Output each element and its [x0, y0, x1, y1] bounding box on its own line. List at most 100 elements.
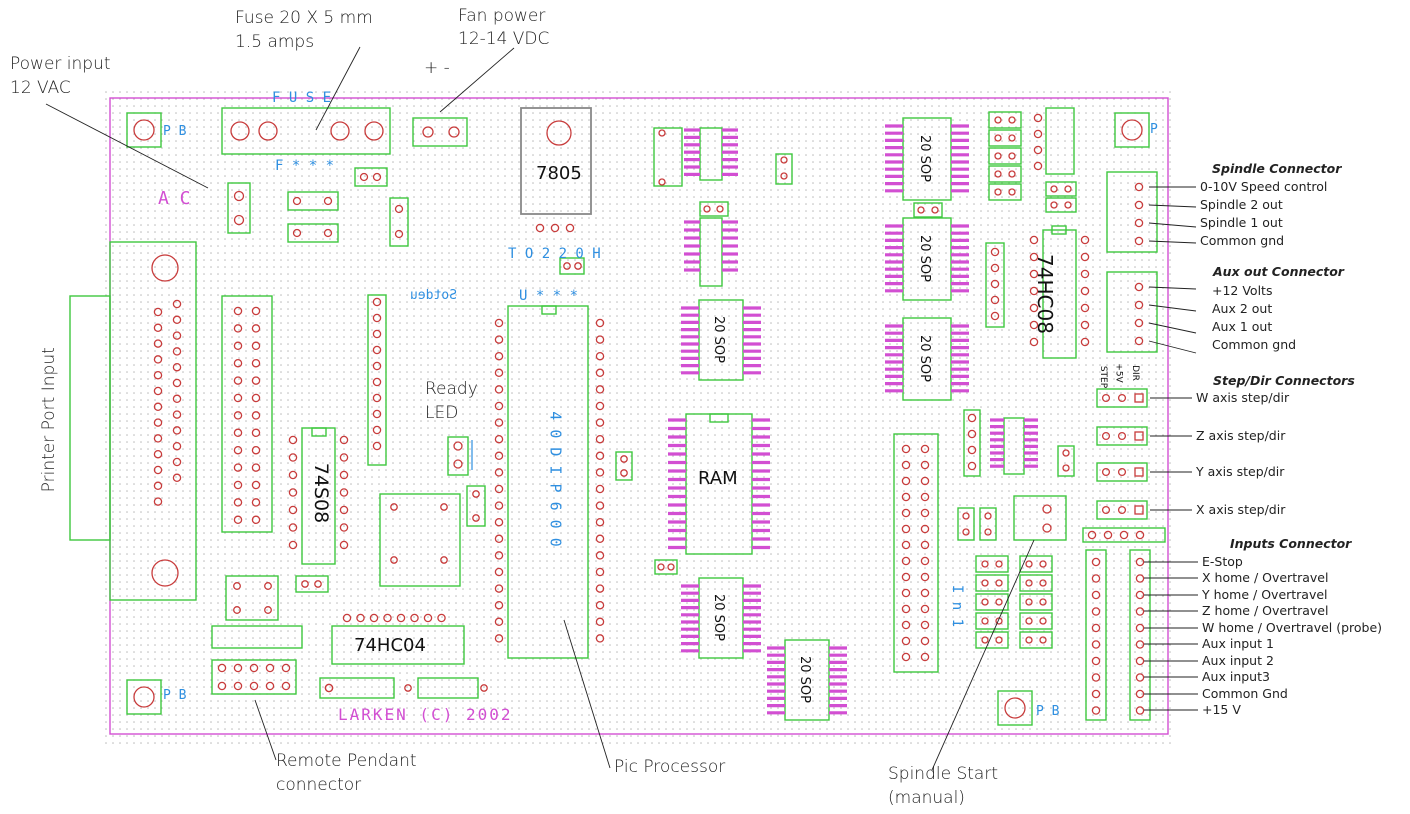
sop-label: 20 SOP	[917, 335, 932, 382]
small-header	[354, 167, 388, 187]
74hc04-pad	[410, 613, 419, 623]
pic-pad	[595, 418, 605, 427]
io-pad	[920, 460, 930, 470]
oscillator-block	[379, 493, 461, 587]
pic-pad	[595, 318, 605, 328]
idc-pad	[251, 358, 261, 368]
74hc08-pad	[1029, 303, 1039, 313]
pendant-pad	[265, 681, 275, 691]
chip-74hc04	[331, 625, 465, 665]
in-pad-left	[1091, 640, 1101, 649]
pad	[1064, 185, 1072, 193]
idc-pad	[233, 463, 243, 472]
pad	[292, 196, 302, 206]
pad	[292, 228, 302, 238]
pendant-pad	[217, 681, 227, 691]
ram-notch	[709, 413, 729, 423]
pendant-pad	[281, 663, 291, 673]
db25-pad	[172, 315, 182, 325]
sd-pad	[1119, 530, 1129, 540]
fan-header	[412, 117, 468, 147]
block-pad	[1033, 113, 1043, 123]
pad	[716, 205, 724, 213]
pendant-header	[211, 659, 297, 695]
fuse-pad	[258, 121, 278, 141]
pad	[667, 563, 675, 571]
sop-label: 20 SOP	[797, 656, 812, 703]
74hc04-pad	[437, 613, 446, 623]
io-pad	[901, 524, 911, 534]
power-input-leader	[45, 103, 209, 189]
sd-pad	[1087, 530, 1097, 540]
pic-pad	[595, 600, 605, 610]
pad	[453, 441, 463, 451]
sip5-pad	[990, 295, 1000, 305]
db25-pad	[153, 386, 163, 396]
pic-pad	[494, 600, 504, 610]
pad	[917, 206, 925, 214]
input-pin-label: +15 V	[1202, 702, 1241, 717]
db25-body	[109, 241, 197, 601]
spindle-pin-label: Spindle 2 out	[1200, 197, 1283, 212]
74hc08-pad	[1029, 269, 1039, 279]
pb-silk-top-left: P B	[163, 124, 187, 139]
stepdir-connectors-title: Step/Dir Connectors	[1213, 373, 1355, 388]
chip-74hc08	[1042, 229, 1077, 359]
pic-pad	[595, 451, 605, 461]
db25-pad	[172, 457, 182, 467]
jumper-v2	[1057, 445, 1075, 477]
pad	[1117, 431, 1127, 441]
pad	[780, 172, 788, 180]
connector-bottom-1	[319, 677, 395, 699]
header-2pin	[988, 165, 1022, 183]
io-pad	[920, 572, 930, 582]
idc-pad	[233, 515, 243, 525]
74hc04-pad	[342, 613, 352, 623]
io-pad	[901, 636, 911, 646]
pad	[233, 190, 245, 202]
aux-pin-leader	[1148, 322, 1197, 334]
74s08-pad	[339, 523, 349, 532]
pad	[390, 503, 398, 511]
pad	[620, 455, 628, 463]
regulator-pad	[565, 223, 575, 233]
ra-pad	[967, 429, 977, 439]
sip-pad	[372, 425, 382, 435]
pad	[233, 582, 241, 590]
sip-5	[985, 242, 1005, 328]
in-pad-left	[1091, 607, 1101, 616]
pad	[1025, 617, 1033, 625]
pad	[472, 514, 480, 522]
io-pad	[901, 620, 911, 630]
pendant-jumper	[295, 575, 329, 593]
dip-small-2	[699, 217, 723, 287]
pic-pad	[595, 501, 605, 510]
regulator-pad	[550, 223, 560, 233]
pic-pad	[494, 534, 504, 544]
74hc08-pad	[1080, 286, 1090, 296]
sip-pad	[372, 393, 382, 403]
aux-pin-leader	[1148, 340, 1197, 354]
spindle-start-callout-line2: (manual)	[888, 788, 965, 808]
pic-pad	[494, 551, 504, 560]
db25-pad	[172, 299, 182, 309]
resistor-2	[287, 223, 339, 243]
fuse-callout-line1: Fuse 20 X 5 mm	[235, 8, 373, 28]
mounting-hole	[133, 119, 155, 141]
aux-pin-leader	[1148, 286, 1197, 290]
spindle-start-callout-line1: Spindle Start	[888, 764, 998, 784]
pic-pad	[595, 335, 605, 344]
p-silk-top-right: P	[1150, 122, 1158, 137]
fan-power-callout-line1: Fan power	[458, 6, 546, 26]
inputs-col-right	[1129, 549, 1151, 721]
74s08-pad	[288, 435, 298, 445]
pad	[658, 178, 666, 186]
pad	[1025, 636, 1033, 644]
pic-pad	[595, 401, 605, 411]
pad	[1008, 170, 1016, 178]
pic-pad	[494, 418, 504, 427]
pad	[703, 205, 711, 213]
spindle-connector	[1106, 171, 1158, 253]
input-pin-label: Z home / Overtravel	[1202, 603, 1329, 618]
mounting-pad-box	[126, 112, 162, 148]
